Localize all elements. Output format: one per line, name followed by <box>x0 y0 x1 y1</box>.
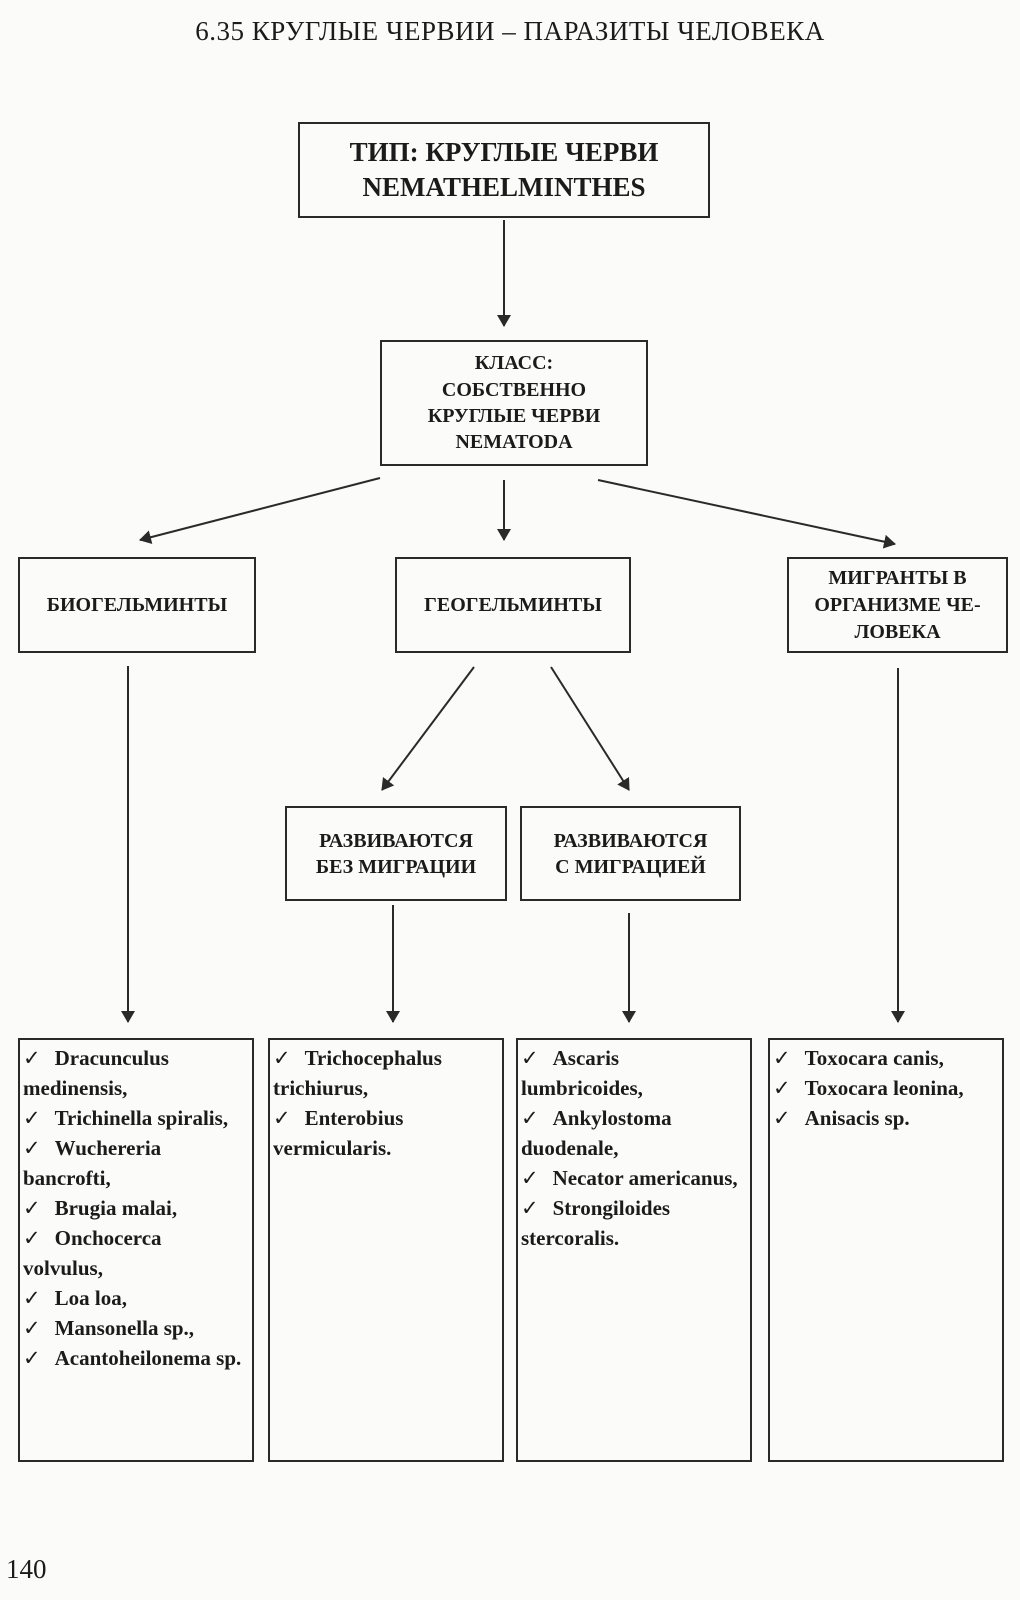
arrow-class-to-migrants <box>597 479 896 549</box>
check-icon: ✓ <box>23 1316 41 1340</box>
class-box: КЛАСС: СОБСТВЕННО КРУГЛЫЕ ЧЕРВИ NEMATODA <box>380 340 648 466</box>
page-number: 140 <box>6 1554 47 1584</box>
check-icon: ✓ <box>521 1196 539 1220</box>
no-migration-box: РАЗВИВАЮТСЯ БЕЗ МИГРАЦИИ <box>285 806 507 901</box>
species-name: Trichinella spiralis, <box>54 1106 229 1130</box>
biohelminths-box: БИОГЕЛЬМИНТЫ <box>18 557 256 653</box>
arrow-geo-to-with-migration <box>550 666 630 791</box>
biohelminths-label: БИОГЕЛЬМИНТЫ <box>46 593 228 616</box>
no-migration-line-2: БЕЗ МИГРАЦИИ <box>315 855 477 878</box>
species-item: ✓Strongiloides stercoralis. <box>521 1193 744 1253</box>
species-name: Onchocerca volvulus, <box>23 1226 162 1280</box>
migrants-line-2: ОРГАНИЗМЕ ЧЕ- <box>814 593 981 616</box>
with-migration-line-2: С МИГРАЦИЕЙ <box>555 855 706 878</box>
species-name: Wuchereria bancrofti, <box>23 1136 162 1190</box>
species-name: Brugia malai, <box>54 1196 178 1220</box>
no-migration-line-1: РАЗВИВАЮТСЯ <box>319 829 473 852</box>
check-icon: ✓ <box>23 1346 41 1370</box>
species-name: Enterobius vermicularis. <box>273 1106 404 1160</box>
check-icon: ✓ <box>521 1106 539 1130</box>
no-migration-species-list: ✓Trichocephalus trichiurus,✓Enterobius v… <box>268 1038 504 1462</box>
species-name: Mansonella sp., <box>54 1316 195 1340</box>
check-icon: ✓ <box>273 1046 291 1070</box>
species-name: Ascaris lumbricoides, <box>521 1046 643 1100</box>
species-item: ✓ Trichinella spiralis, <box>23 1103 246 1133</box>
migrants-line-3: ЛОВЕКА <box>854 620 941 643</box>
species-name: Acantoheilonema sp. <box>54 1346 242 1370</box>
class-line-2: СОБСТВЕННО <box>441 378 587 401</box>
phylum-box: ТИП: КРУГЛЫЕ ЧЕРВИ NEMATHELMINTHES <box>298 122 710 218</box>
species-item: ✓ Anisacis sp. <box>773 1103 996 1133</box>
species-name: Trichocephalus trichiurus, <box>273 1046 442 1100</box>
arrow-geo-to-no-migration <box>381 666 475 791</box>
with-migration-box: РАЗВИВАЮТСЯ С МИГРАЦИЕЙ <box>520 806 741 901</box>
check-icon: ✓ <box>521 1046 539 1070</box>
arrow-class-to-bio <box>139 477 381 545</box>
class-line-3: КРУГЛЫЕ ЧЕРВИ <box>427 405 601 427</box>
migrants-line-1: МИГРАНТЫ В <box>828 566 967 589</box>
check-icon: ✓ <box>773 1076 791 1100</box>
class-line-1: КЛАСС: <box>474 352 554 375</box>
species-item: ✓Wuchereria bancrofti, <box>23 1133 246 1193</box>
class-line-4: NEMATODA <box>455 431 573 454</box>
species-name: Necator americanus, <box>552 1166 738 1190</box>
species-item: ✓Ankylostoma duodenale, <box>521 1103 744 1163</box>
species-item: ✓ Mansonella sp., <box>23 1313 246 1343</box>
geohelminths-label: ГЕОГЕЛЬМИНТЫ <box>424 593 602 616</box>
check-icon: ✓ <box>23 1286 41 1310</box>
page-title: 6.35 КРУГЛЫЕ ЧЕРВИИ – ПАРАЗИТЫ ЧЕЛОВЕКА <box>195 16 825 46</box>
biohelminths-species-list: ✓Dracunculus medinensis,✓Trichinella spi… <box>18 1038 254 1462</box>
geohelminths-box: ГЕОГЕЛЬМИНТЫ <box>395 557 631 653</box>
check-icon: ✓ <box>23 1196 41 1220</box>
check-icon: ✓ <box>273 1106 291 1130</box>
species-item: ✓Onchocerca volvulus, <box>23 1223 246 1283</box>
species-name: Loa loa, <box>54 1286 127 1310</box>
check-icon: ✓ <box>23 1136 41 1160</box>
species-name: Toxocara canis, <box>804 1046 944 1070</box>
species-name: Toxocara leonina, <box>804 1076 964 1100</box>
with-migration-species-list: ✓Ascaris lumbricoides,✓Ankylostoma duode… <box>516 1038 752 1462</box>
species-item: ✓ Necator americanus, <box>521 1163 744 1193</box>
check-icon: ✓ <box>23 1046 41 1070</box>
migrants-species-list: ✓ Toxocara canis, ✓ Toxocara leonina, ✓ Anisa… <box>768 1038 1004 1462</box>
with-migration-line-1: РАЗВИВАЮТСЯ <box>553 829 708 852</box>
species-item: ✓ Toxocara canis, <box>773 1043 996 1073</box>
species-name: Ankylostoma duodenale, <box>521 1106 672 1160</box>
species-name: Strongiloides stercoralis. <box>521 1196 671 1250</box>
check-icon: ✓ <box>23 1226 41 1250</box>
migrants-box: МИГРАНТЫ В ОРГАНИЗМЕ ЧЕ- ЛОВЕКА <box>787 557 1008 653</box>
species-item: ✓ Toxocara leonina, <box>773 1073 996 1103</box>
species-item: ✓ Brugia malai, <box>23 1193 246 1223</box>
species-item: ✓Enterobius vermicularis. <box>273 1103 496 1163</box>
species-name: Anisacis sp. <box>804 1106 910 1130</box>
check-icon: ✓ <box>23 1106 41 1130</box>
check-icon: ✓ <box>521 1166 539 1190</box>
species-name: Dracunculus medinensis, <box>23 1046 169 1100</box>
check-icon: ✓ <box>773 1046 791 1070</box>
phylum-line-1: ТИП: КРУГЛЫЕ ЧЕРВИ <box>349 136 659 167</box>
check-icon: ✓ <box>773 1106 791 1130</box>
species-item: ✓ Acantoheilonema sp. <box>23 1343 246 1373</box>
phylum-line-2: NEMATHELMINTHES <box>362 172 646 202</box>
species-item: ✓Ascaris lumbricoides, <box>521 1043 744 1103</box>
species-item: ✓ Loa loa, <box>23 1283 246 1313</box>
species-item: ✓Dracunculus medinensis, <box>23 1043 246 1103</box>
species-item: ✓Trichocephalus trichiurus, <box>273 1043 496 1103</box>
